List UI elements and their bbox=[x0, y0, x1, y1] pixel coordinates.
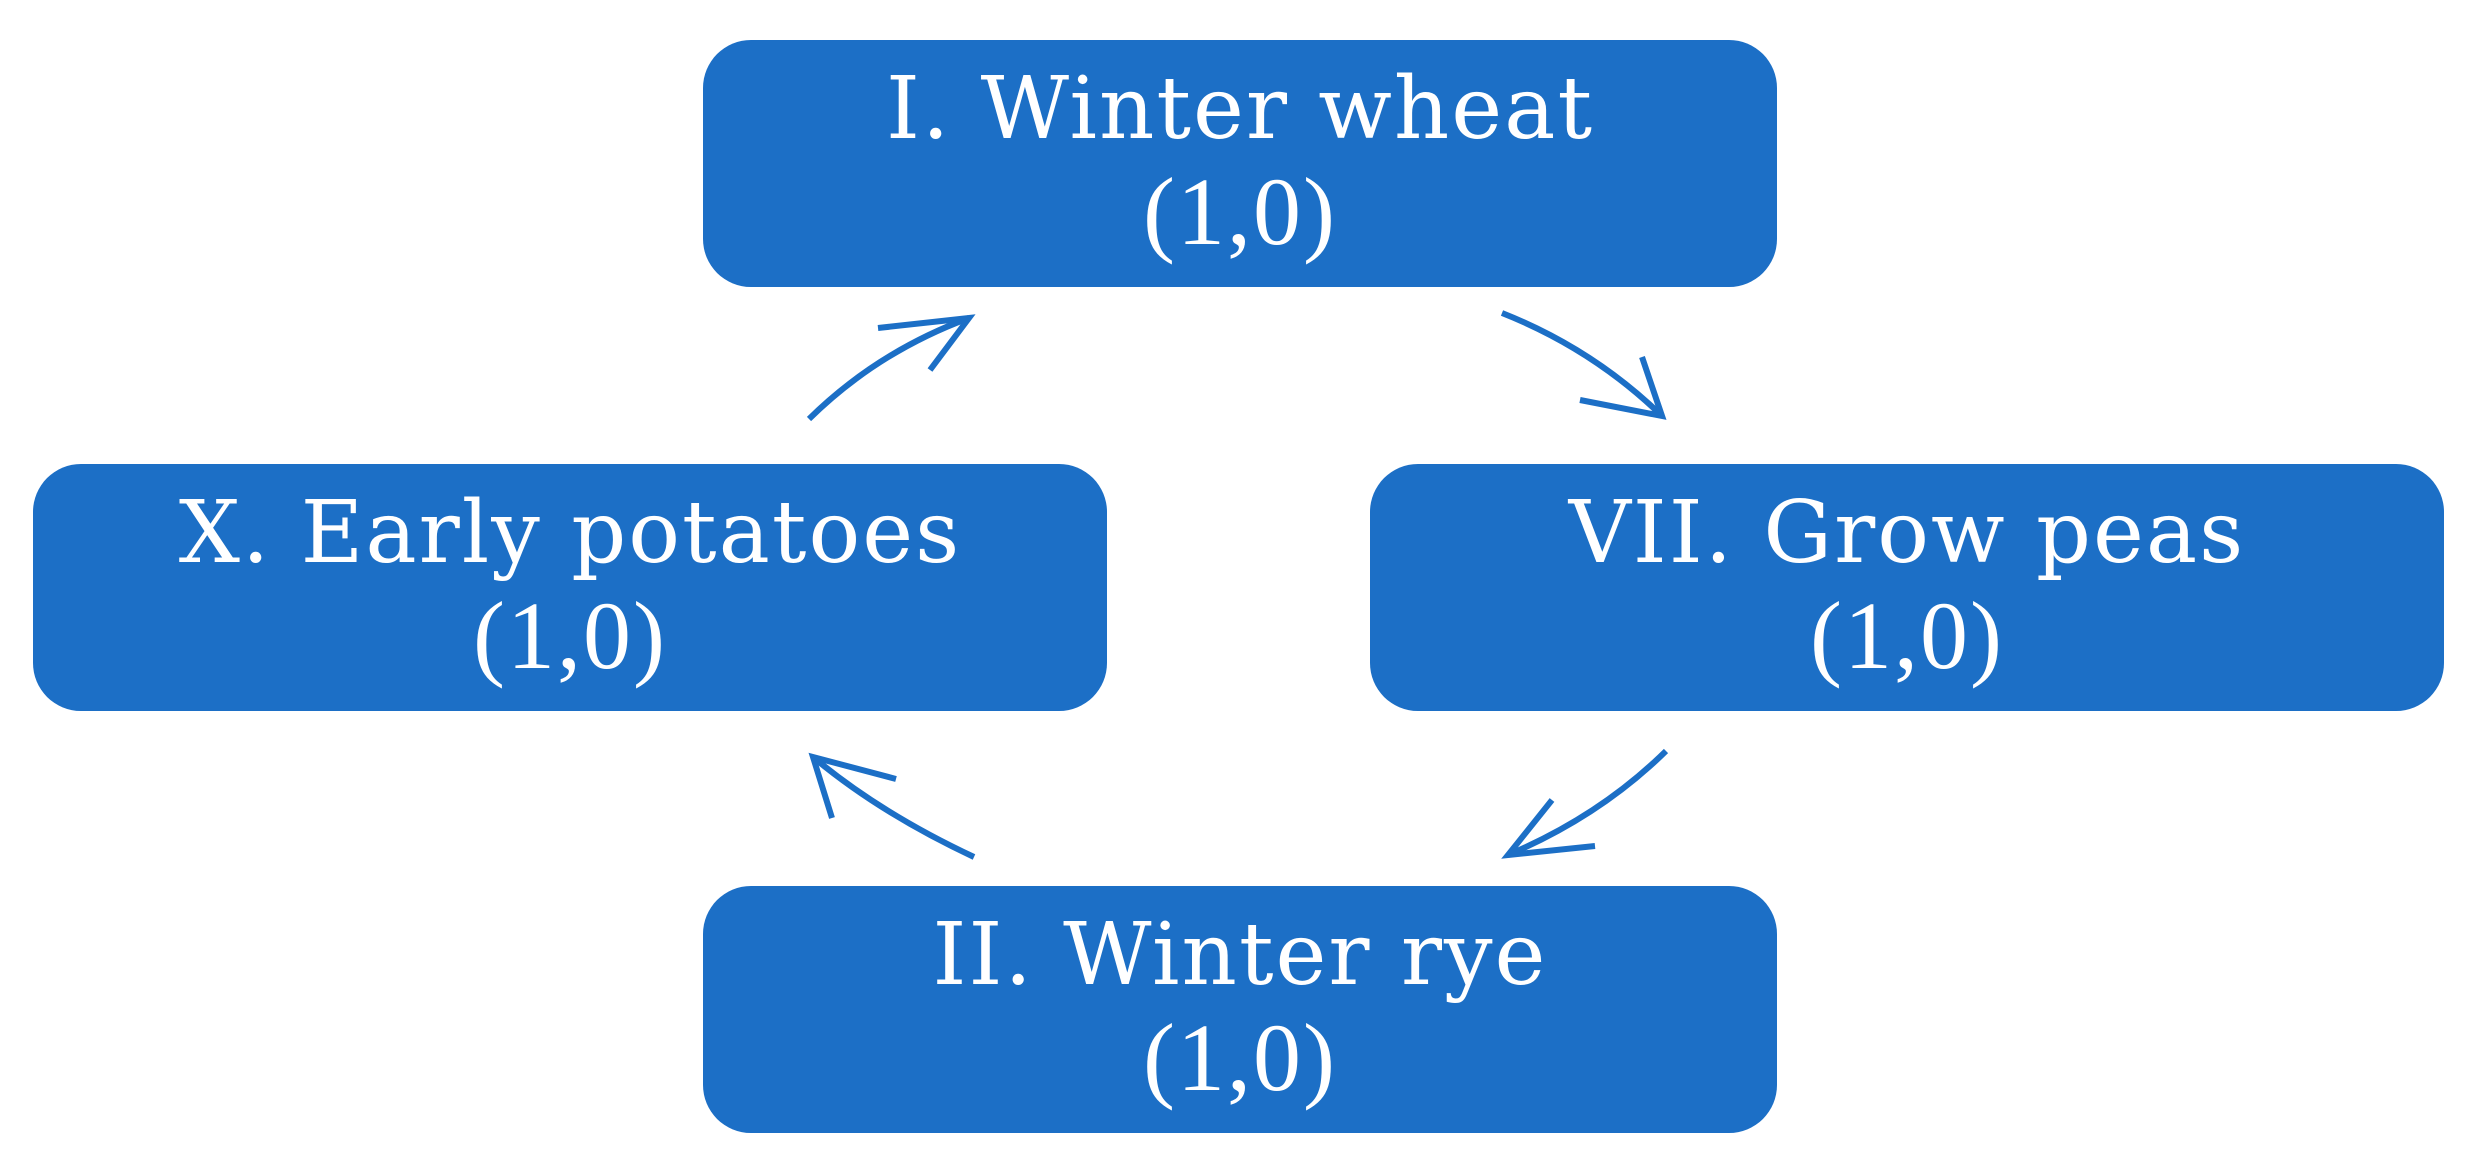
node-title: VII. Grow peas bbox=[1568, 482, 2246, 583]
node-value: (1,0) bbox=[473, 581, 667, 689]
node-value: (1,0) bbox=[1810, 581, 2004, 689]
node-winter-rye: II. Winter rye (1,0) bbox=[703, 886, 1777, 1133]
arrow-left-to-top bbox=[806, 314, 976, 422]
node-early-potatoes: X. Early potatoes (1,0) bbox=[33, 464, 1107, 711]
node-title: II. Winter rye bbox=[932, 904, 1548, 1005]
node-title: X. Early potatoes bbox=[178, 482, 962, 583]
arrow-bottom-to-left bbox=[808, 752, 976, 860]
node-grow-peas: VII. Grow peas (1,0) bbox=[1370, 464, 2444, 711]
node-value: (1,0) bbox=[1143, 157, 1337, 265]
node-title: I. Winter wheat bbox=[885, 58, 1595, 159]
arrow-right-to-bottom bbox=[1501, 748, 1669, 859]
arrow-top-to-right bbox=[1500, 310, 1667, 420]
node-value: (1,0) bbox=[1143, 1003, 1337, 1111]
node-winter-wheat: I. Winter wheat (1,0) bbox=[703, 40, 1777, 287]
